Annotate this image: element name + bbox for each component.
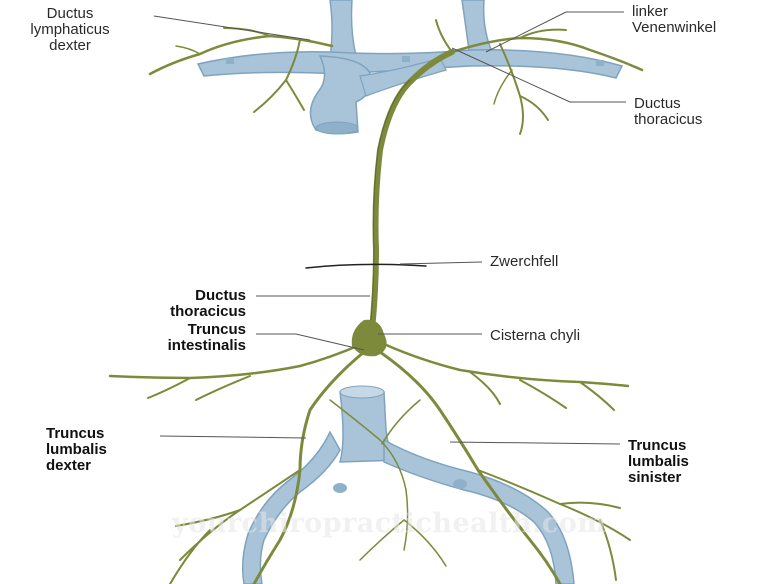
lymph-branch xyxy=(520,380,566,408)
vein-stub xyxy=(226,58,234,64)
leader-linker-venenwinkel-b xyxy=(486,12,566,52)
svc-opening xyxy=(316,122,358,134)
leader-truncus-lumbalis-sinister xyxy=(450,442,620,444)
cisterna-chyli xyxy=(352,320,387,357)
label-ductus-thoracicus-top: Ductus thoracicus xyxy=(634,96,764,128)
leader-zwerchfell xyxy=(400,262,482,264)
label-truncus-intestinalis: Truncus intestinalis xyxy=(96,322,246,354)
thoracic-duct xyxy=(372,52,452,330)
lymph-branch xyxy=(494,70,512,104)
diaphragm-line xyxy=(306,264,426,268)
lymph-branch xyxy=(470,372,500,404)
vein-stub xyxy=(333,483,347,493)
lymph-branch xyxy=(176,46,200,54)
label-zwerchfell: Zwerchfell xyxy=(490,254,630,270)
label-ductus-thoracicus-mid: Ductus thoracicus xyxy=(96,288,246,320)
label-truncus-lumbalis-sinister: Truncus lumbalis sinister xyxy=(628,438,768,486)
lymph-branch xyxy=(254,40,300,112)
lower-veins xyxy=(243,386,574,584)
lymph-branch xyxy=(224,28,270,36)
label-linker-venenwinkel: linker Venenwinkel xyxy=(632,4,774,36)
watermark-text: yourchiropractichealth.com xyxy=(172,508,606,539)
vein-stub xyxy=(402,56,410,62)
lymph-branch xyxy=(286,80,304,110)
lymph-branch xyxy=(436,20,452,52)
ivc-opening xyxy=(340,386,384,398)
lymph-branch xyxy=(520,96,548,120)
lymph-branch xyxy=(384,344,628,386)
leader-ductus-lymphaticus-dexter xyxy=(154,16,310,40)
leader-truncus-lumbalis-dexter xyxy=(160,436,306,438)
lymph-branch xyxy=(148,378,190,398)
lymph-branch xyxy=(196,376,250,400)
upper-veins xyxy=(198,0,622,134)
label-cisterna-chyli: Cisterna chyli xyxy=(490,328,670,344)
label-ductus-lymphaticus-dexter: Ductus lymphaticus dexter xyxy=(0,6,150,54)
lymph-branch xyxy=(520,30,566,38)
lymph-branch xyxy=(580,382,614,410)
vein-stub xyxy=(453,479,467,489)
right-jugular-vein xyxy=(330,0,356,58)
vein-stub xyxy=(596,60,604,66)
label-truncus-lumbalis-dexter: Truncus lumbalis dexter xyxy=(46,426,156,474)
